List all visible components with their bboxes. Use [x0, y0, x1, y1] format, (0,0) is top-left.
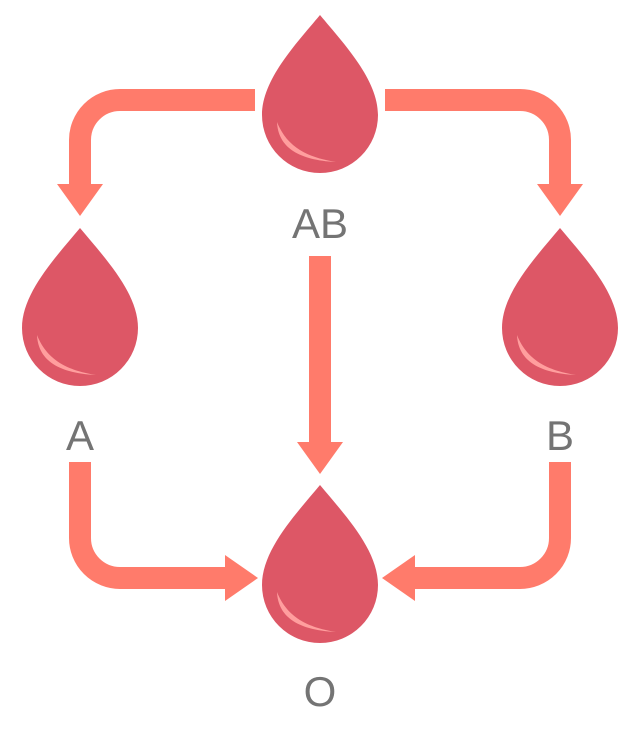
arrow-ab-to-b	[385, 89, 583, 216]
blood-drop-icon	[262, 485, 378, 643]
node-o: O	[262, 485, 378, 715]
blood-drop-icon	[502, 228, 618, 386]
arrows	[57, 89, 583, 601]
node-a: A	[22, 228, 138, 459]
blood-drop-icon	[22, 228, 138, 386]
arrow-ab-to-o	[297, 256, 343, 474]
node-label-b: B	[546, 412, 574, 459]
blood-drop-icon	[262, 15, 378, 173]
arrow-a-to-o	[69, 462, 258, 601]
node-label-o: O	[304, 668, 337, 715]
arrow-b-to-o	[382, 462, 571, 601]
node-label-ab: AB	[292, 200, 348, 247]
arrow-ab-to-a	[57, 89, 255, 216]
node-b: B	[502, 228, 618, 459]
node-ab: AB	[262, 15, 378, 247]
node-label-a: A	[66, 412, 94, 459]
